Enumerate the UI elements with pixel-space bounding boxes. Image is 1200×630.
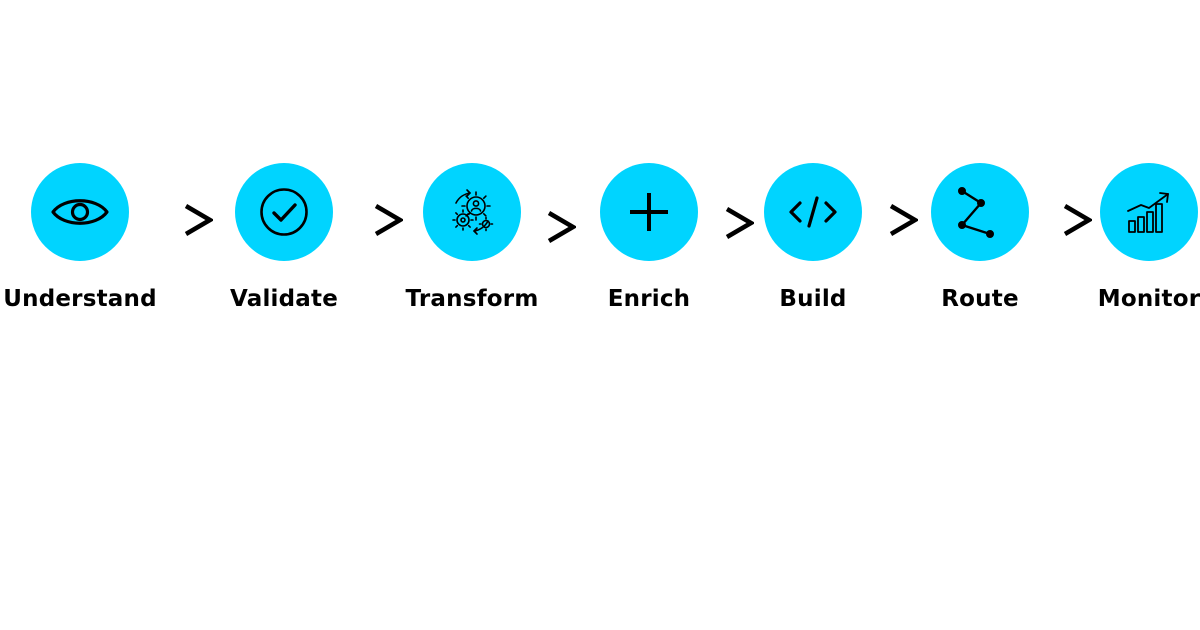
chevron-right-icon [184,204,213,236]
step-label: Understand [3,286,157,312]
step-circle [600,163,698,261]
step-build: Build [764,163,862,312]
chevron-right-icon [1063,204,1092,236]
step-label: Transform [405,286,539,312]
code-icon [788,195,838,229]
chevron-right-icon [889,204,918,236]
route-path-icon [957,186,1003,238]
eye-icon [51,194,109,230]
step-label: Route [941,286,1019,312]
step-understand: Understand [3,163,157,312]
step-label: Enrich [607,286,691,312]
check-circle-icon [258,186,310,238]
step-circle [931,163,1029,261]
step-label: Monitor [1097,286,1200,312]
step-circle [235,163,333,261]
gears-person-cycle-icon [446,186,498,238]
step-label: Build [779,286,847,312]
step-route: Route [931,163,1029,312]
plus-icon [627,190,671,234]
step-label: Validate [229,286,339,312]
step-enrich: Enrich [600,163,698,312]
step-circle [1100,163,1198,261]
step-circle [764,163,862,261]
step-circle [31,163,129,261]
growth-bar-chart-icon [1125,188,1173,236]
step-transform: Transform [405,163,538,312]
step-validate: Validate [230,163,338,312]
step-circle [423,163,521,261]
chevron-right-icon [725,207,754,239]
chevron-right-icon [547,211,576,243]
chevron-right-icon [374,204,403,236]
step-monitor: Monitor [1098,163,1200,312]
